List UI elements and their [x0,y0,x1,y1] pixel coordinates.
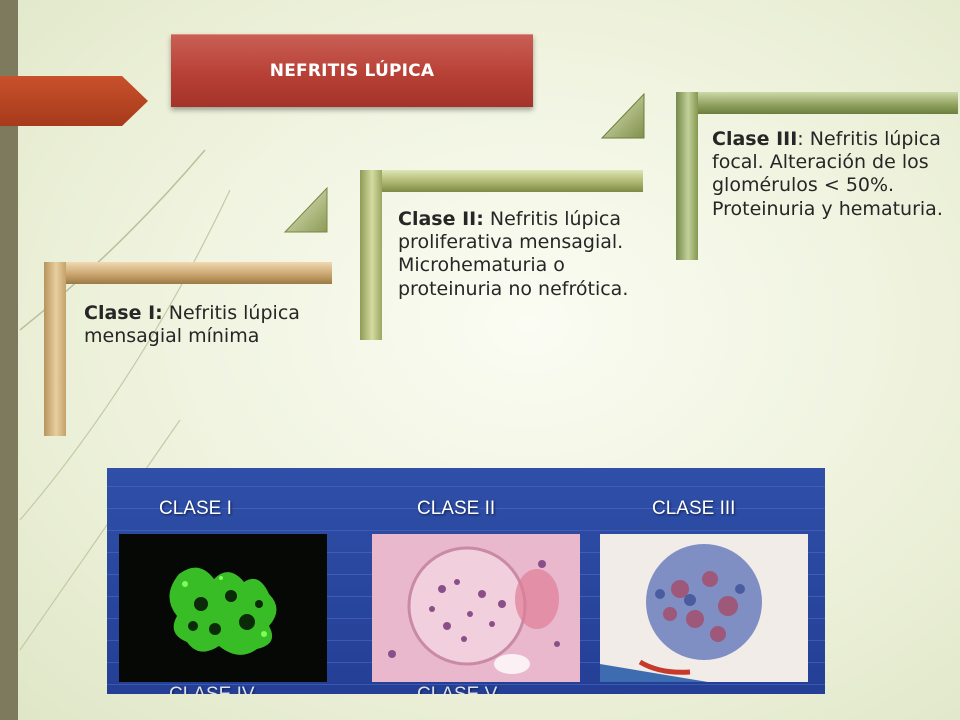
step-frame-top [44,262,332,284]
step-triangle-2 [600,92,645,139]
step-2-body: Nefritis lúpica proliferativa mensagial.… [398,208,629,300]
step-frame-left [44,262,66,436]
step-triangle-1 [283,186,328,233]
micrograph-clase-2 [372,534,580,682]
step-frame-left [676,92,698,260]
step-3-heading: Clase III [712,128,798,150]
step-frame-left [360,170,382,340]
step-3-text: Clase III: Nefritis lúpica focal. Altera… [712,128,960,221]
step-frame-top [360,170,643,192]
step-2-heading: Clase II: [398,208,484,230]
step-3-body-b: Proteinuria y hematuria [712,197,937,220]
left-accent-bar [0,0,18,720]
panel-label-clase-2: CLASE II [417,498,496,519]
step-clase-2: Clase II: Nefritis lúpica proliferativa … [360,170,643,340]
micrograph-clase-3 [600,534,808,682]
panel-label-clase-3: CLASE III [652,498,736,519]
micrograph-clase-1 [119,534,327,682]
step-1-heading: Clase I: [84,302,163,324]
panel-label-clase-5: CLASE V [417,684,497,694]
step-clase-1: Clase I: Nefritis lúpica mensagial mínim… [44,262,332,436]
step-1-body: Nefritis lúpica mensagial mínima [84,302,300,348]
panel-label-clase-1: CLASE I [159,498,232,519]
step-3-body: : Nefritis lúpica focal. Alteración de l… [712,128,941,197]
step-3-body-c: . [936,197,943,220]
step-2-text: Clase II: Nefritis lúpica proliferativa … [398,208,648,301]
step-frame-top [676,92,958,114]
step-clase-3: Clase III: Nefritis lúpica focal. Altera… [676,92,958,260]
step-1-text: Clase I: Nefritis lúpica mensagial mínim… [84,302,319,348]
arrow-tab [0,76,148,126]
slide-title: NEFRITIS LÚPICA [171,34,533,107]
step-3-body-extra: Proteinuria y hematuria. [712,198,960,221]
panel-label-clase-4: CLASE IV [169,684,255,694]
histology-image-panel: CLASE I CLASE II CLASE III [107,468,825,694]
